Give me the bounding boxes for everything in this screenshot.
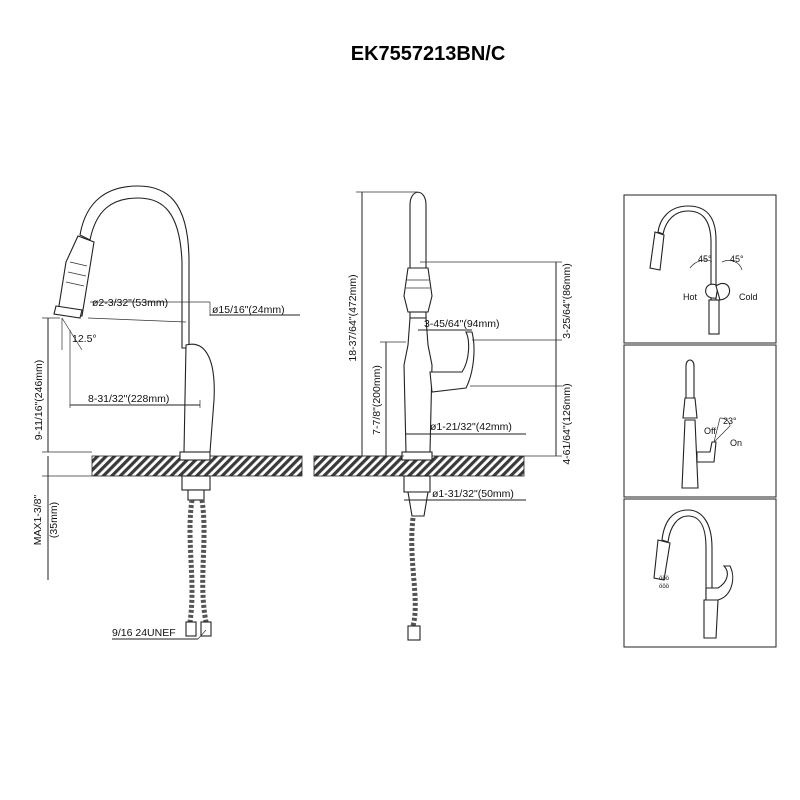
max-deck-label-2: (35mm)	[48, 502, 60, 538]
mount-nut-left	[181, 475, 211, 491]
shank-diameter-label: ø1-31/32"(50mm)	[432, 488, 514, 500]
spray-mode-2: ööö	[659, 584, 670, 590]
handle-length-label: 3-45/64"(94mm)	[424, 318, 500, 330]
base-diameter-label: ø1-21/32"(42mm)	[430, 421, 512, 433]
on-label: On	[730, 438, 742, 448]
angle-right-label: 45°	[730, 254, 744, 264]
spout-diameter-label: ø15/16"(24mm)	[212, 304, 285, 316]
supply-hose-side	[409, 517, 418, 627]
thread-label: 9/16 24UNEF	[112, 627, 176, 639]
supply-hose-1	[187, 499, 195, 623]
cold-label: Cold	[739, 292, 758, 302]
handle-clearance-label: 4-61/64"(126mm)	[561, 383, 573, 464]
panel-spray: ööö ööö	[623, 498, 777, 648]
handle-side	[429, 331, 475, 393]
spray-head-side	[403, 267, 433, 313]
angle-left-label: 45°	[698, 254, 712, 264]
side-view: 18-37/64"(472mm) 7-7/8"(200mm) 3-25/64"(…	[313, 191, 573, 641]
mount-nut-side	[403, 475, 431, 493]
left-view: ø15/16"(24mm) ø2-3/32"(53mm) 9-11/16"(24…	[32, 185, 303, 640]
spout-side	[409, 191, 427, 271]
faucet-body-left	[183, 343, 215, 453]
total-height-label: 18-37/64"(472mm)	[347, 274, 359, 361]
spray-diameter-label: ø2-3/32"(53mm)	[92, 297, 168, 309]
off-label: Off	[704, 426, 716, 436]
panel-hot-cold: 45° 45° Hot Cold	[623, 194, 777, 344]
reach-label: 8-31/32"(228mm)	[88, 393, 169, 405]
hot-label: Hot	[683, 292, 698, 302]
spray-head-left	[57, 235, 95, 317]
spout-left	[79, 185, 190, 349]
max-deck-label-1: MAX1-3/8"	[32, 495, 44, 546]
height-above-deck-label: 9-11/16"(246mm)	[33, 360, 45, 441]
spray-mode-1: ööö	[659, 576, 670, 582]
angle-23-label: 23°	[723, 416, 737, 426]
model-title: EK7557213BN/C	[351, 43, 506, 65]
spray-angle-label: 12.5°	[72, 333, 97, 345]
supply-hose-2	[199, 499, 209, 623]
faucet-column-side	[403, 317, 433, 453]
panel-off-on: 23° Off On	[623, 344, 777, 498]
handle-height-label: 7-7/8"(200mm)	[371, 365, 383, 435]
spray-height-label: 3-25/64"(86mm)	[561, 263, 573, 339]
